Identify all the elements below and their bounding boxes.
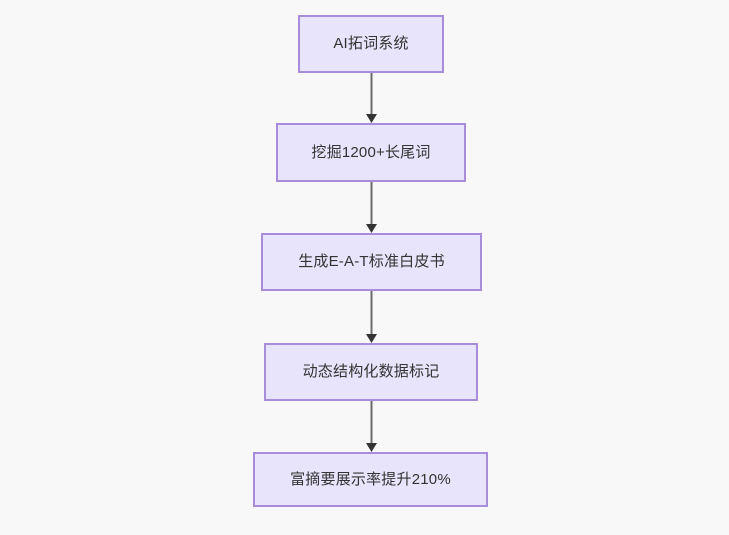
flow-node[interactable]: 动态结构化数据标记 <box>264 343 478 401</box>
flow-node[interactable]: 生成E-A-T标准白皮书 <box>261 233 482 291</box>
flow-node-label: 富摘要展示率提升210% <box>290 470 451 488</box>
arrowhead-icon <box>365 114 377 123</box>
flow-node[interactable]: 挖掘1200+长尾词 <box>276 123 466 182</box>
flow-node-label: 挖掘1200+长尾词 <box>311 143 431 161</box>
arrowhead-icon <box>365 224 377 233</box>
flow-node-label: 动态结构化数据标记 <box>302 363 440 380</box>
flow-node[interactable]: 富摘要展示率提升210% <box>253 452 488 507</box>
arrowhead-icon <box>365 334 377 343</box>
arrowhead-icon <box>365 443 377 452</box>
flow-node[interactable]: AI拓词系统 <box>298 15 444 73</box>
flow-node-label: 生成E-A-T标准白皮书 <box>298 253 445 270</box>
flow-node-label: AI拓词系统 <box>333 35 409 52</box>
